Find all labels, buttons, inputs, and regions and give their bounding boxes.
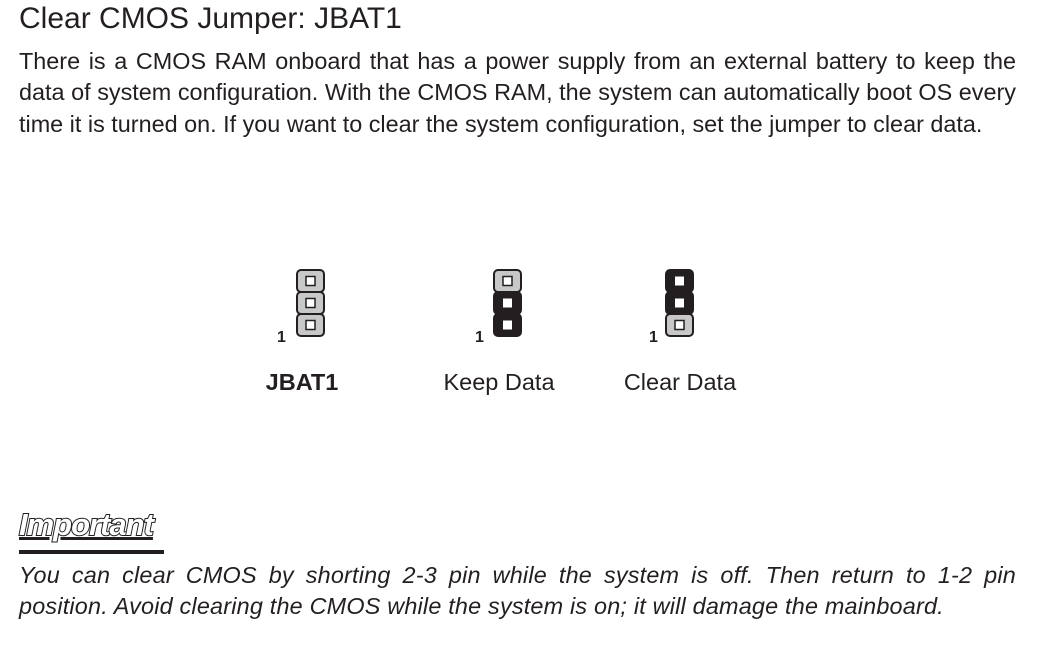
pin-square-icon (503, 320, 512, 330)
pin-square-icon (305, 319, 316, 331)
important-note: You can clear CMOS by shorting 2-3 pin w… (19, 562, 1016, 620)
jumper-label-jbat1: JBAT1 (265, 369, 339, 395)
pin-square-icon (305, 297, 316, 309)
pin-one-marker: 1 (475, 329, 484, 346)
jumper-keep-data-diagram (493, 269, 522, 337)
jumper-jbat1-diagram (296, 269, 325, 337)
pin-square-icon (675, 298, 684, 308)
jumper-label-clear-data: Clear Data (623, 369, 737, 395)
intro-paragraph: There is a CMOS RAM onboard that has a p… (19, 48, 1016, 137)
pin-square-icon (502, 275, 513, 287)
pin-square-icon (305, 275, 316, 287)
important-heading-text: Important (18, 507, 155, 543)
pin-square-icon (674, 319, 685, 331)
section-title: Clear CMOS Jumper: JBAT1 (19, 2, 402, 35)
pin-square-icon (503, 298, 512, 308)
pin-square-icon (675, 276, 684, 286)
pin-one-marker: 1 (649, 329, 658, 346)
jumper-clear-data-diagram (665, 269, 694, 337)
pin-one-marker: 1 (277, 329, 286, 346)
important-underline-rule (19, 550, 164, 554)
jumper-label-keep-data: Keep Data (443, 369, 555, 395)
important-heading: Important (18, 507, 155, 543)
